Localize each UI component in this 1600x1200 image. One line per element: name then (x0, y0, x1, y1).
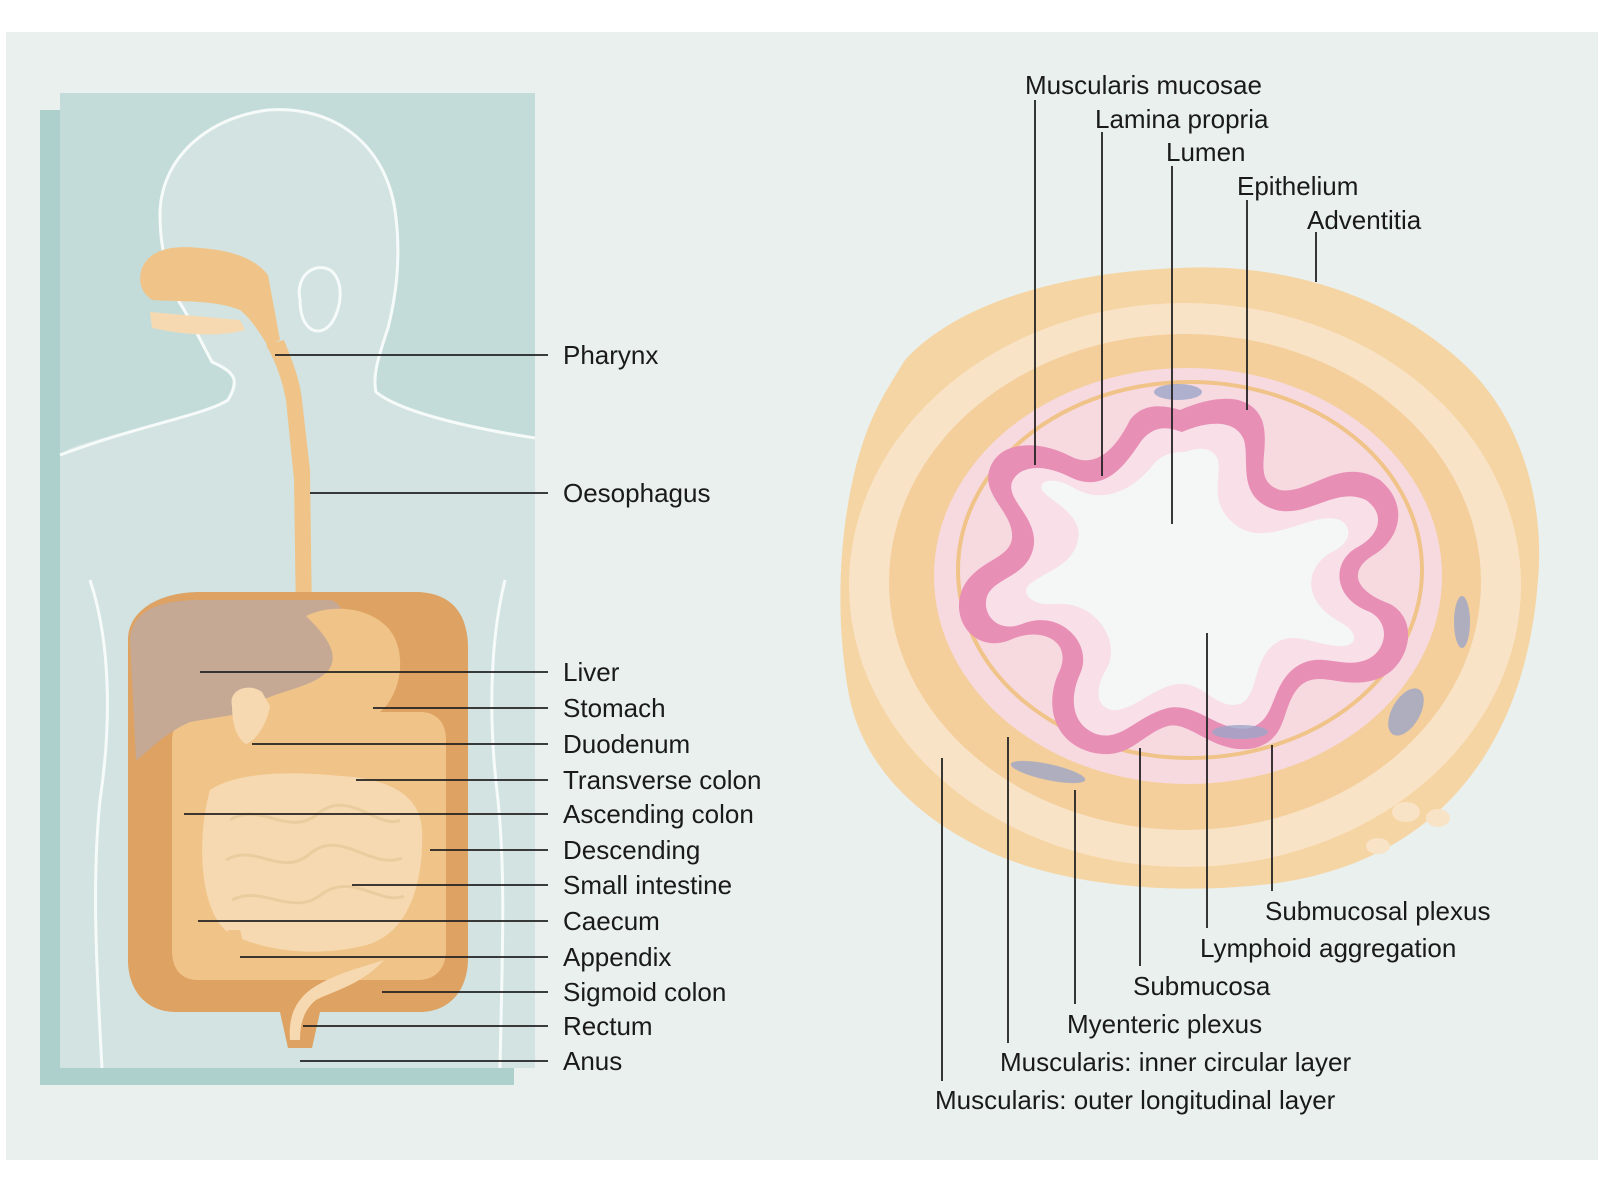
left-arm-outline (88, 579, 109, 1069)
gut-cross-section (840, 267, 1540, 889)
label-small-intestine: Small intestine (563, 870, 732, 900)
label-epithelium: Epithelium (1237, 171, 1358, 201)
plexus-patches (1010, 384, 1470, 784)
label-pharynx: Pharynx (563, 340, 658, 370)
body-outline (59, 108, 536, 457)
label-appendix: Appendix (563, 942, 671, 972)
vessel-hole-1 (1392, 802, 1420, 822)
label-oesophagus: Oesophagus (563, 478, 710, 508)
label-myenteric-plexus: Myenteric plexus (1067, 1009, 1262, 1039)
left-leader-lines (184, 354, 548, 1062)
lumen-space (1026, 448, 1355, 711)
label-submucosal-plexus: Submucosal plexus (1265, 896, 1490, 926)
label-rectum: Rectum (563, 1011, 653, 1041)
muscularis-mucosae-ring (956, 380, 1424, 760)
body-figure (40, 93, 536, 1085)
label-transverse-colon: Transverse colon (563, 765, 761, 795)
label-ascending-colon: Ascending colon (563, 799, 754, 829)
appendix-organ (228, 930, 244, 968)
label-muscularis-mucosae: Muscularis mucosae (1025, 70, 1262, 100)
adventitia-holes (1366, 802, 1450, 854)
label-sigmoid-colon: Sigmoid colon (563, 977, 726, 1007)
label-lamina-propria: Lamina propria (1095, 104, 1269, 134)
plexus-patch-top (1154, 384, 1202, 400)
right-arm-outline (490, 579, 507, 1069)
label-lymphoid-aggregation: Lymphoid aggregation (1200, 933, 1456, 963)
stomach-organ (251, 608, 401, 733)
left-labels: Pharynx Oesophagus Liver Stomach Duodenu… (563, 340, 761, 1076)
mouth (150, 312, 245, 335)
label-muscularis-inner: Muscularis: inner circular layer (1000, 1047, 1351, 1077)
label-anus: Anus (563, 1046, 622, 1076)
top-labels: Muscularis mucosae Lamina propria Lumen … (1025, 70, 1422, 235)
bottom-leader-lines (941, 633, 1273, 1081)
submucosal-plexus-patch (1212, 725, 1268, 739)
liver-organ (130, 600, 345, 760)
label-duodenum: Duodenum (563, 729, 690, 759)
label-muscularis-outer: Muscularis: outer longitudinal layer (935, 1085, 1336, 1115)
small-intestine-organ (202, 773, 423, 952)
label-stomach: Stomach (563, 693, 666, 723)
label-adventitia: Adventitia (1307, 205, 1422, 235)
top-leader-lines (1034, 100, 1317, 524)
vessel-hole-3 (1366, 838, 1390, 854)
duodenum-organ (231, 687, 270, 744)
label-caecum: Caecum (563, 906, 660, 936)
label-descending: Descending (563, 835, 700, 865)
ear (297, 266, 342, 333)
label-liver: Liver (563, 657, 620, 687)
oesophagus-tube (266, 340, 312, 620)
label-submucosa: Submucosa (1133, 971, 1271, 1001)
lymphoid-patch-lower (1388, 688, 1424, 736)
myenteric-plexus-patch (1010, 760, 1086, 784)
bottom-labels: Submucosal plexus Lymphoid aggregation S… (935, 896, 1490, 1115)
vessel-hole-2 (1426, 809, 1450, 827)
sigmoid-rectum (289, 960, 384, 1040)
lymphoid-patch-right (1454, 596, 1470, 648)
label-lumen: Lumen (1166, 137, 1246, 167)
nasal-oral-cavity (140, 247, 280, 346)
